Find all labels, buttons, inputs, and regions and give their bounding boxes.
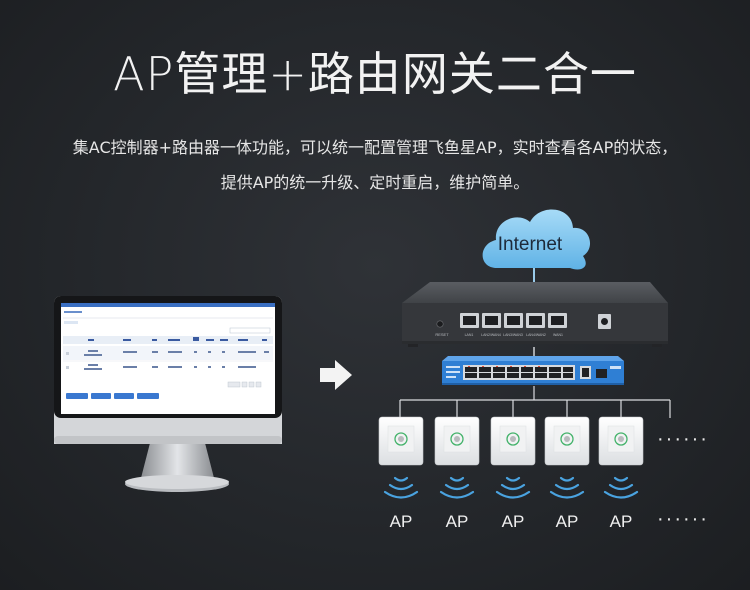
internet-label: Internet [498,234,563,255]
ap-device-icon [544,416,590,466]
ap-label-1: AP [389,512,413,531]
admin-screen [61,303,275,414]
wifi-signal-icon [495,476,531,499]
more-devices-ellipsis: ······ [657,428,709,450]
ap-label-4: AP [555,512,579,531]
port-label-2: LAN2/WAN4 [481,333,501,337]
internet-cloud-icon: Internet [482,209,591,270]
router-device: RESET LAN1 LAN2/WAN4 LAN3/WAN3 LAN4/WAN2… [402,282,668,347]
poe-switch-device [442,356,624,385]
ap-units [378,416,644,466]
wifi-signal-icon [383,476,419,499]
right-arrow-icon [320,360,352,390]
wifi-signal-icon [603,476,639,499]
ap-label-2: AP [445,512,469,531]
ap-device-icon [490,416,536,466]
ap-device-icon [378,416,424,466]
page-title: AP管理+路由网关二合一 [113,47,637,101]
port-label-4: LAN4/WAN2 [526,333,546,337]
reset-label: RESET [435,332,449,337]
wifi-signal-icon [439,476,475,499]
wifi-signal-icon [549,476,585,499]
distribution-lines [399,386,671,418]
wifi-signals [383,476,639,499]
ap-label-5: AP [609,512,633,531]
more-aps-ellipsis: ······ [657,508,709,530]
ap-device-icon [598,416,644,466]
ap-label-3: AP [501,512,525,531]
ap-device-icon [434,416,480,466]
port-label-3: LAN3/WAN3 [503,333,523,337]
description-line-2: 提供AP的统一升级、定时重启，维护简单。 [220,173,530,192]
computer-monitor-icon [54,296,282,492]
port-label-5: WAN1 [553,333,563,337]
description-line-1: 集AC控制器+路由器一体功能，可以统一配置管理飞鱼星AP，实时查看各AP的状态， [72,138,678,157]
port-label-1: LAN1 [465,333,474,337]
